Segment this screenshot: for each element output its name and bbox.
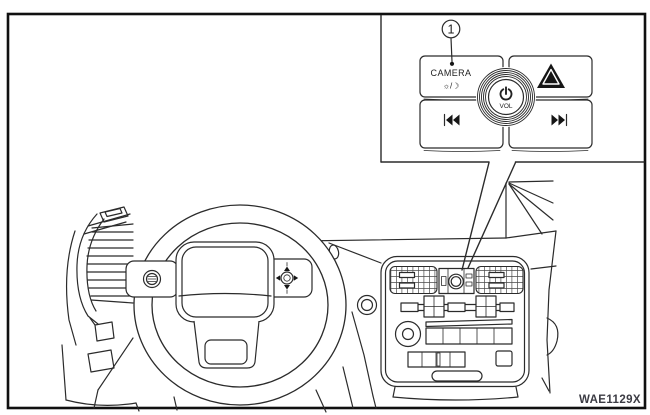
callout-pointer-lines	[461, 161, 517, 271]
audio-knob	[394, 320, 422, 348]
wheel-center-pad	[175, 241, 275, 323]
dpad-up-arrow-icon	[284, 266, 290, 271]
steering-wheel-rim	[133, 204, 347, 406]
audio-button-bank	[425, 327, 513, 345]
instrument-cluster-vent	[76, 206, 134, 342]
audio-display	[425, 318, 513, 328]
seek-next-icon	[551, 113, 568, 127]
callout-ref-marker: 1	[441, 19, 461, 66]
wheel-lower-spoke	[193, 320, 260, 369]
hazard-warning-triangle-icon	[537, 63, 565, 88]
camera-button-label: CAMERA	[431, 68, 472, 78]
dpad-left-arrow-icon	[275, 275, 281, 281]
slider-knob	[423, 295, 445, 318]
wheel-directional-pad	[275, 262, 299, 294]
windshield-pillar-lines	[505, 180, 557, 239]
figure-border	[6, 12, 647, 410]
console-air-vent-right	[475, 265, 524, 295]
wheel-left-spoke-button	[142, 269, 162, 289]
console-camera-control-panel	[438, 267, 475, 295]
steering-wheel	[125, 204, 347, 406]
day-night-display-icon: ☼/☽	[443, 82, 460, 91]
slider-knob	[475, 295, 497, 318]
console-audio-unit	[394, 318, 513, 348]
console-small-button	[495, 350, 513, 367]
console-slider-controls	[400, 295, 515, 318]
dpad-right-arrow-icon	[293, 275, 299, 281]
console-air-vent-left	[389, 265, 438, 295]
dashboard-illustration	[61, 180, 559, 413]
button-edge-lines	[423, 98, 589, 152]
callout-volume-knob: VOL	[476, 67, 536, 127]
power-icon	[499, 86, 513, 101]
start-button	[356, 294, 378, 316]
callout-box-lines	[380, 14, 645, 163]
dashboard-lines	[61, 213, 507, 413]
door-panel-lines	[530, 230, 559, 394]
console-lower-buttons	[407, 350, 513, 382]
callout: CAMERA ☼/☽	[380, 14, 645, 271]
ref-pointer-dot	[449, 61, 455, 66]
figure-code: WAE1129X	[579, 394, 641, 406]
dpad-down-arrow-icon	[284, 285, 290, 290]
ref-number-label: 1	[448, 23, 455, 37]
seek-previous-icon	[443, 113, 460, 127]
volume-knob-label: VOL	[499, 103, 512, 110]
center-console	[380, 255, 530, 401]
console-tray-handle	[431, 370, 483, 382]
